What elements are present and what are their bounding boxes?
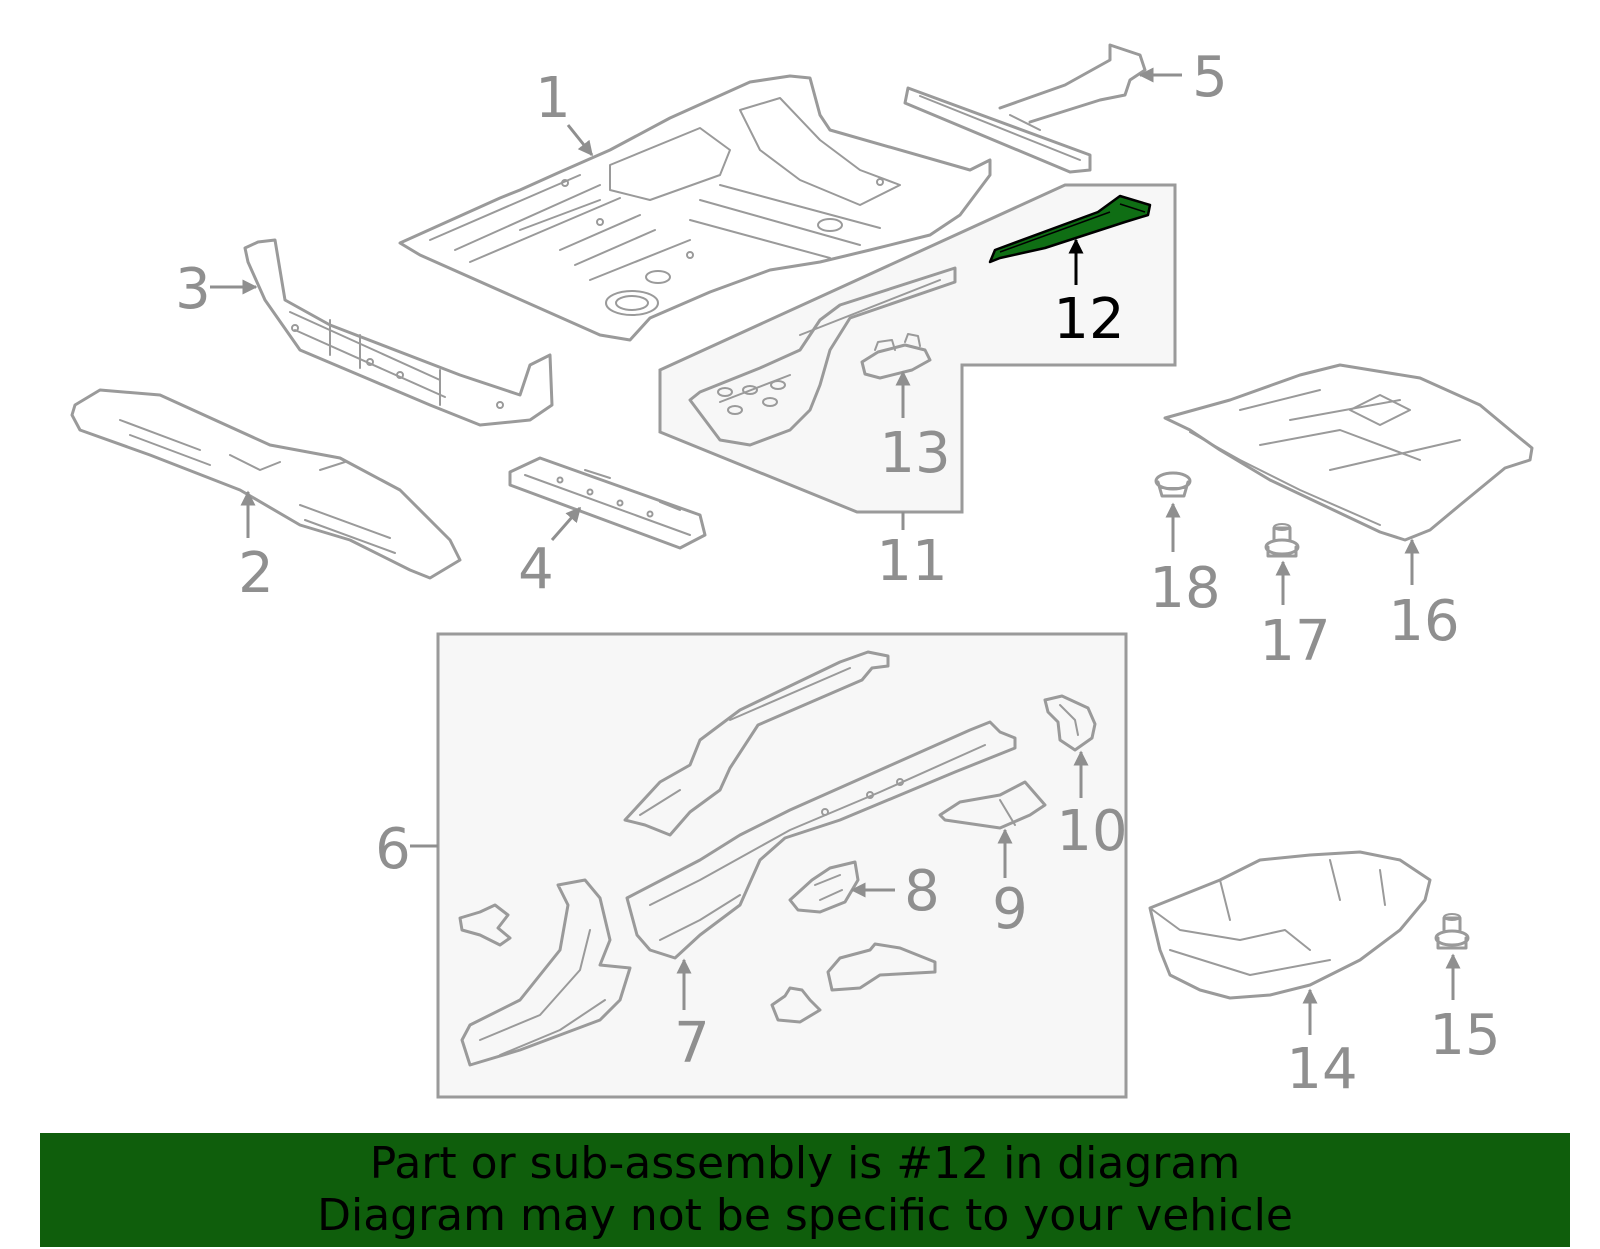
callout-numbers: 1 2 3 4 5 6 7 8 9 10 11 12 13 14 15 16 1… (175, 45, 1500, 1102)
part-11-rail (688, 266, 957, 447)
part-18-clip (1154, 471, 1192, 498)
callout-1: 1 (535, 66, 571, 131)
info-banner: Part or sub-assembly is #12 in diagram D… (40, 1133, 1570, 1247)
part-3-crossmember (243, 238, 554, 427)
part-2-rail (70, 388, 462, 580)
group-box-6 (436, 632, 1128, 1099)
callout-2: 2 (238, 541, 274, 606)
part-12-extension-highlighted (988, 194, 1152, 264)
callout-5: 5 (1192, 45, 1228, 110)
callout-12-highlighted: 12 (1053, 287, 1124, 352)
part-5-crossmember (903, 43, 1147, 174)
callout-16: 16 (1388, 589, 1459, 654)
callout-9: 9 (992, 877, 1028, 942)
callout-8: 8 (904, 859, 940, 924)
callout-15: 15 (1429, 1003, 1500, 1068)
banner-line-disclaimer: Diagram may not be specific to your vehi… (317, 1190, 1293, 1241)
part-13-bracket (860, 333, 932, 380)
callout-14: 14 (1286, 1037, 1357, 1102)
callout-3: 3 (175, 257, 211, 322)
part-1-floor-panel (398, 74, 992, 342)
leader-lines (210, 67, 1461, 1035)
part-4-bracket (508, 456, 707, 550)
banner-line-part-number: Part or sub-assembly is #12 in diagram (369, 1138, 1241, 1189)
parts-diagram: 1 2 3 4 5 6 7 8 9 10 11 12 13 14 15 16 1… (70, 43, 1534, 1102)
callout-6: 6 (375, 817, 411, 882)
callout-17: 17 (1259, 609, 1330, 674)
callout-4: 4 (518, 537, 554, 602)
callout-10: 10 (1056, 799, 1127, 864)
callout-13: 13 (879, 421, 950, 486)
callout-7: 7 (674, 1011, 710, 1076)
part-14-tire-well (1148, 850, 1432, 1000)
callout-11: 11 (876, 529, 947, 594)
part-16-rear-floor-pan (1163, 363, 1534, 542)
part-15-bolt (1434, 913, 1470, 950)
callout-18: 18 (1149, 556, 1220, 621)
part-6-group-contents (458, 650, 1097, 1067)
part-17-bolt (1264, 523, 1300, 558)
